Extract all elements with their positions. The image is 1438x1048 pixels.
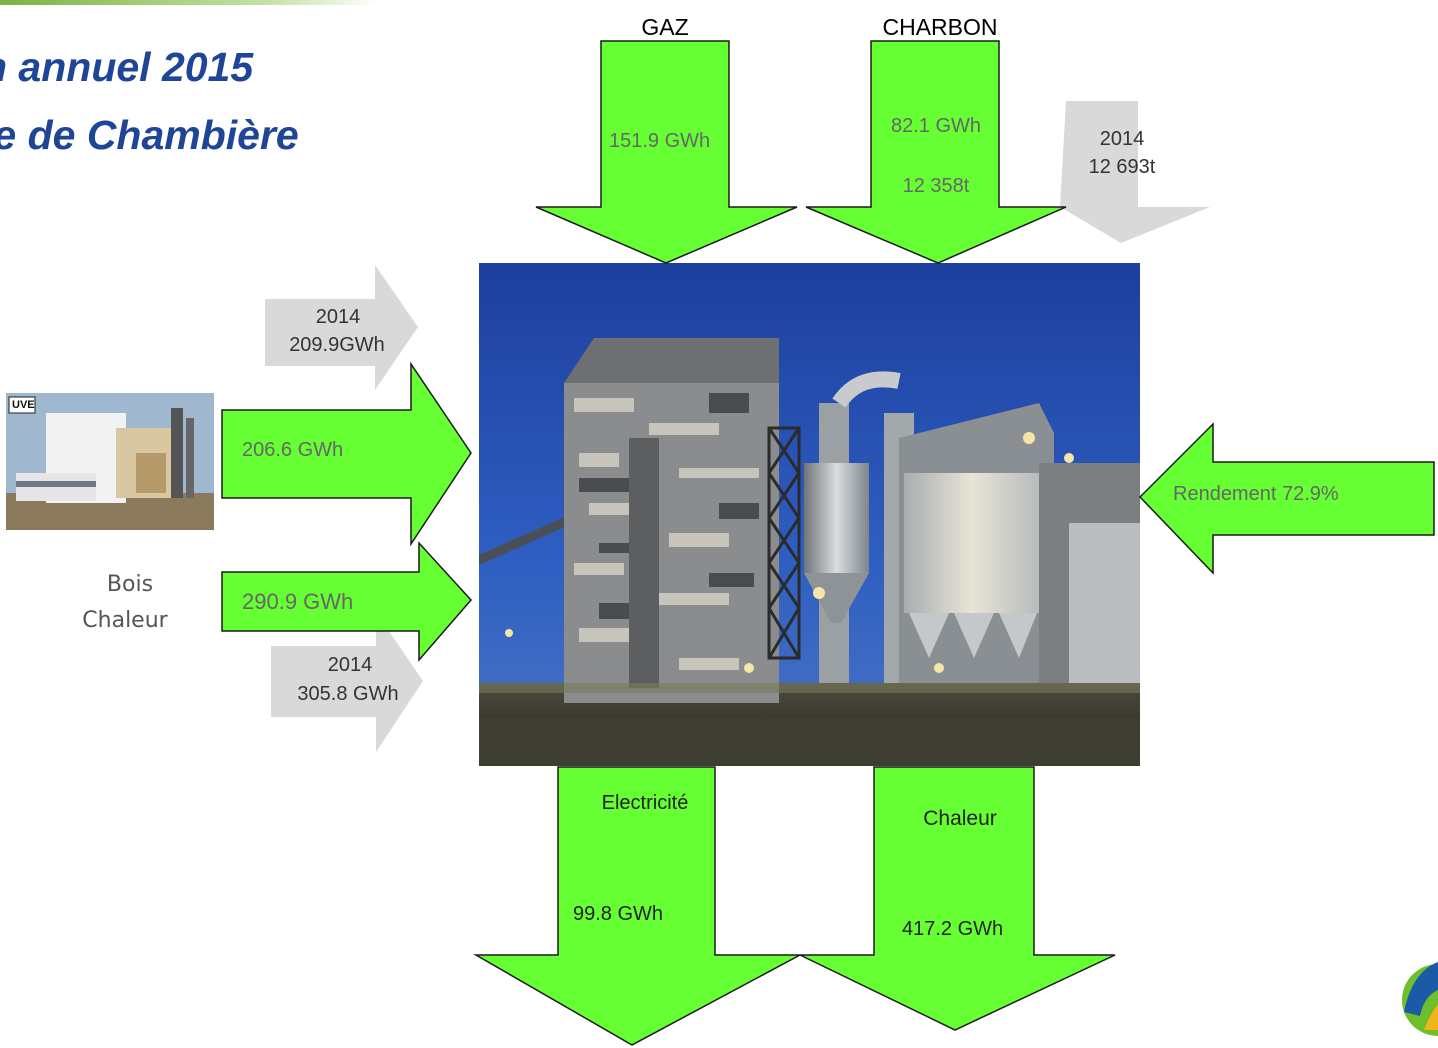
page-title-line1: n annuel 2015 bbox=[0, 44, 254, 90]
chaleur-in-2014-arrow bbox=[271, 612, 423, 752]
chaleur-input-value: 290.9 GWh bbox=[242, 589, 354, 614]
charbon-2014-arrow bbox=[1060, 101, 1210, 243]
header-accent-bar bbox=[0, 0, 380, 5]
uve-photo: UVE bbox=[6, 393, 214, 530]
chaleur-output-arrow bbox=[799, 766, 1116, 1031]
gaz-value: 151.9 GWh bbox=[609, 130, 711, 152]
plant-photo bbox=[479, 263, 1140, 766]
chaleur-in-2014-value: 305.8 GWh bbox=[297, 683, 399, 705]
uve-caption-bois: Bois bbox=[106, 572, 154, 597]
charbon-2014-value: 12 693t bbox=[1088, 156, 1156, 178]
charbon-arrow bbox=[805, 40, 1067, 264]
rendement-arrow bbox=[1138, 422, 1435, 575]
page-title-line2: le de Chambière bbox=[0, 112, 299, 158]
bois-input-value: 206.6 GWh bbox=[242, 439, 344, 461]
bois-2014-year: 2014 bbox=[315, 306, 361, 328]
charbon-value: 82.1 GWh bbox=[890, 115, 982, 137]
electricite-arrow bbox=[473, 766, 801, 1046]
chaleur-output-value: 417.2 GWh bbox=[902, 918, 1004, 940]
logo-icon bbox=[1402, 962, 1438, 1036]
electricite-value: 99.8 GWh bbox=[573, 903, 664, 925]
gaz-arrow bbox=[535, 40, 798, 264]
uve-badge: UVE bbox=[12, 399, 35, 411]
chaleur-input-arrow bbox=[221, 541, 473, 663]
charbon-2014-year: 2014 bbox=[1099, 128, 1145, 150]
chaleur-in-2014-year: 2014 bbox=[327, 654, 373, 676]
gaz-label: GAZ bbox=[641, 14, 689, 40]
chaleur-output-label: Chaleur bbox=[923, 807, 997, 830]
bois-input-arrow bbox=[221, 361, 472, 547]
bois-2014-arrow bbox=[265, 265, 418, 390]
charbon-tonnage: 12 358t bbox=[902, 175, 970, 197]
charbon-label: CHARBON bbox=[882, 14, 998, 40]
uve-caption-chaleur: Chaleur bbox=[82, 608, 168, 633]
rendement-label: Rendement 72.9% bbox=[1173, 483, 1339, 505]
bois-2014-value: 209.9GWh bbox=[289, 334, 385, 356]
electricite-label: Electricité bbox=[601, 792, 689, 814]
